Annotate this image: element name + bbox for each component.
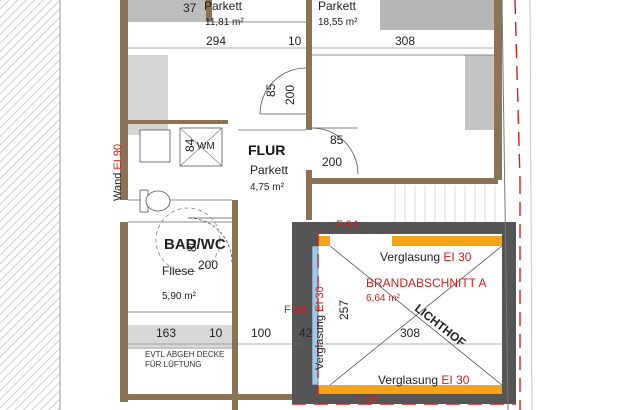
bad-area: 5,90 m²: [162, 291, 196, 302]
glazing-top-left: [318, 236, 330, 246]
dim-10-bottom: 10: [209, 326, 223, 340]
dim-10-top: 10: [288, 34, 302, 48]
shower-circle: [155, 207, 221, 273]
flur-area: 4,75 m²: [250, 182, 284, 193]
bad-floor: Fliese: [162, 264, 195, 278]
room-right-area: 18,55 m²: [318, 17, 358, 28]
wm-box: [179, 127, 223, 167]
room-left-floor: Parkett: [204, 0, 243, 13]
brand-name: BRANDABSCHNITT A: [366, 276, 487, 290]
flur-floor: Parkett: [250, 163, 289, 177]
verglasung-left-rating: EI 30: [314, 286, 326, 312]
dim-294: 294: [206, 34, 227, 48]
dim-37: 37: [183, 1, 197, 15]
dimension-lines: [128, 47, 502, 345]
upper-left-gray: [128, 0, 206, 22]
fire-f05: F 05: [356, 394, 379, 406]
verglasung-left: Verglasung EI 30: [314, 286, 326, 370]
brand-area: 6,64 m²: [366, 293, 400, 304]
thin-walls: [128, 21, 494, 349]
door-flur-width: 85: [264, 83, 278, 97]
sink-box: [139, 129, 171, 163]
verglasung-top: Verglasung EI 30: [380, 251, 471, 263]
wm-label: WM: [197, 141, 215, 152]
door-right-width: 85: [330, 133, 344, 147]
glazing-bottom: [330, 385, 502, 394]
evtl-line1: EVTL ABGEH DECKE: [145, 350, 225, 359]
bad-lower-gray: [128, 325, 233, 347]
fire-lines: [292, 0, 521, 410]
dim-308-top: 308: [395, 34, 416, 48]
verglasung-left-prefix: Verglasung: [314, 311, 326, 370]
fire-f04: F 04: [336, 219, 359, 231]
dim-163: 163: [156, 326, 177, 340]
wand-rating: EI 90: [112, 143, 124, 170]
verglasung-bottom-prefix: Verglasung: [378, 373, 442, 387]
left-wall-hatch: [0, 0, 60, 410]
bad-door-height: 200: [198, 258, 219, 272]
wand-label: Wand EI 90: [112, 143, 124, 201]
lichthof-diagonals: [329, 245, 503, 386]
bad-door-width: 80: [185, 238, 199, 252]
walls: [120, 0, 502, 410]
door-swings: [187, 67, 359, 263]
evtl-line2: FÜR LÜFTUNG: [145, 360, 202, 369]
dim-100: 100: [251, 326, 272, 340]
glazing-left: [311, 245, 319, 386]
room-right-floor: Parkett: [318, 0, 357, 13]
flur-name: FLUR: [248, 142, 286, 158]
right-outer-line: [501, 0, 509, 410]
verglasung-top-prefix: Verglasung: [380, 250, 444, 264]
dim-257: 257: [337, 299, 351, 320]
right-gray-block: [465, 55, 495, 130]
toilet-icon: [139, 189, 171, 213]
fire-f06: F 06: [284, 304, 307, 316]
door-right-height: 200: [322, 155, 343, 169]
verglasung-bottom-rating: EI 30: [441, 373, 470, 387]
dim-42: 42: [299, 326, 313, 340]
door-flur-height: 200: [283, 84, 297, 105]
dim-308-bottom: 308: [400, 326, 421, 340]
room-left-area: 11,81 m²: [205, 17, 244, 28]
verglasung-top-rating: EI 30: [443, 250, 472, 264]
stair-hatching: [394, 185, 496, 222]
bad-name: BAD/WC: [164, 236, 226, 253]
verglasung-bottom: Verglasung EI 30: [378, 374, 469, 386]
upper-right-gray: [380, 0, 495, 30]
wand-prefix: Wand: [112, 169, 124, 201]
dim-84: 84: [183, 138, 197, 152]
glazing-bottom-left: [318, 385, 330, 394]
glazing-top: [392, 236, 502, 246]
